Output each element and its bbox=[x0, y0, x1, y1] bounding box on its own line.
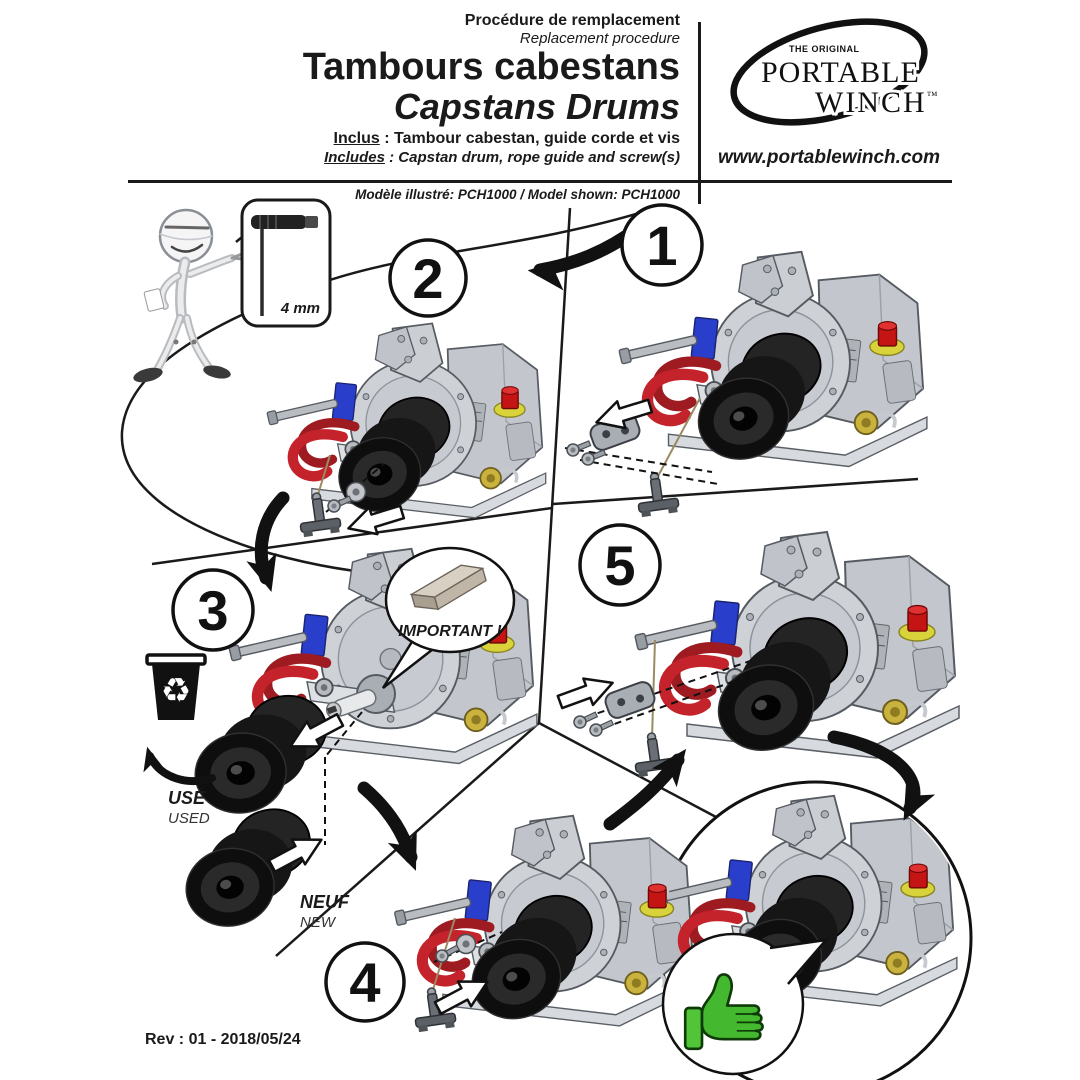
new-label-fr: NEUF bbox=[300, 892, 350, 912]
procedure-title-fr: Procédure de remplacement bbox=[464, 12, 680, 29]
drum-washer bbox=[455, 933, 477, 955]
brand-logo: THE ORIGINAL PORTABLE WINCH™ www.portabl… bbox=[703, 14, 955, 169]
screw bbox=[579, 445, 608, 468]
includes-label-en: Includes bbox=[324, 148, 385, 166]
winch-illustration bbox=[267, 323, 546, 521]
step-5-badge: 5 bbox=[578, 523, 662, 607]
screw bbox=[587, 716, 616, 739]
step-number: 1 bbox=[646, 214, 677, 277]
trash-icon: ♻ bbox=[145, 653, 207, 720]
step-1-panel bbox=[564, 252, 927, 519]
mascot-figure bbox=[133, 208, 245, 383]
winch-illustration bbox=[394, 816, 695, 1030]
divider-downright bbox=[538, 721, 717, 819]
new-label-en: NEW bbox=[300, 914, 337, 931]
brand-website: www.portablewinch.com bbox=[717, 147, 941, 168]
logo-graphic: THE ORIGINAL PORTABLE WINCH™ bbox=[730, 18, 940, 126]
step-5-panel bbox=[553, 532, 959, 779]
important-label: IMPORTANT ! bbox=[398, 623, 502, 640]
includes-line-fr: Inclus : Tambour cabestan, guide corde e… bbox=[240, 130, 680, 148]
hex-key-size-label: 4 mm bbox=[280, 300, 320, 317]
hex-key-box bbox=[240, 198, 332, 328]
hex-key-icon bbox=[251, 215, 318, 316]
used-label-fr: USÉ bbox=[168, 787, 206, 808]
logo-word1: PORTABLE bbox=[761, 56, 920, 89]
includes-line-en: Includes : Capstan drum, rope guide and … bbox=[240, 149, 680, 166]
divider-right bbox=[552, 477, 919, 506]
rope-guide-anchor bbox=[633, 469, 681, 519]
step-number: 5 bbox=[604, 534, 635, 597]
square-key-icon bbox=[409, 564, 487, 611]
result-panel bbox=[661, 796, 956, 1076]
header-divider bbox=[698, 22, 701, 204]
thumbs-up-bubble bbox=[661, 932, 830, 1076]
step-3-badge: 3 bbox=[171, 568, 255, 652]
important-bubble: IMPORTANT ! bbox=[381, 546, 516, 689]
includes-text-en: : Capstan drum, rope guide and screw(s) bbox=[384, 148, 680, 166]
includes-text-fr: : Tambour cabestan, guide corde et vis bbox=[379, 130, 680, 148]
includes-label-fr: Inclus bbox=[333, 130, 380, 148]
model-note: Modèle illustré: PCH1000 / Model shown: … bbox=[355, 187, 680, 202]
recycle-icon: ♻ bbox=[161, 672, 191, 710]
panel-dividers bbox=[151, 207, 919, 957]
step-2-panel bbox=[267, 323, 546, 544]
step-3-panel: ♻ USÉ USED NEUF NEW IMPORTANT ! bbox=[137, 546, 537, 936]
header-rule bbox=[128, 180, 952, 183]
step-number: 2 bbox=[412, 247, 443, 310]
logo-word2: WINCH™ bbox=[815, 86, 939, 119]
step-badges: 1 2 3 4 5 bbox=[171, 203, 704, 1023]
step-1-badge: 1 bbox=[620, 203, 704, 287]
step-4-badge: 4 bbox=[324, 941, 406, 1023]
revision-note: Rev : 01 - 2018/05/24 bbox=[145, 1031, 301, 1048]
procedure-title-en: Replacement procedure bbox=[519, 30, 680, 48]
divider-left bbox=[151, 506, 553, 566]
page-title-fr: Tambours cabestans bbox=[302, 45, 680, 88]
logo-swoosh-icon bbox=[730, 18, 928, 126]
step-4-panel bbox=[394, 816, 695, 1034]
step-2-badge: 2 bbox=[388, 238, 468, 318]
used-drum bbox=[184, 689, 338, 820]
thumbs-up-icon bbox=[683, 973, 764, 1051]
logo-tagline: THE ORIGINAL bbox=[789, 44, 860, 54]
used-label-en: USED bbox=[168, 810, 210, 827]
winch-illustration bbox=[635, 532, 959, 762]
step-number: 4 bbox=[349, 951, 380, 1014]
step-number: 3 bbox=[197, 579, 228, 642]
title-block: Procédure de remplacement Replacement pr… bbox=[240, 12, 680, 166]
page-title-en: Capstans Drums bbox=[393, 85, 680, 127]
